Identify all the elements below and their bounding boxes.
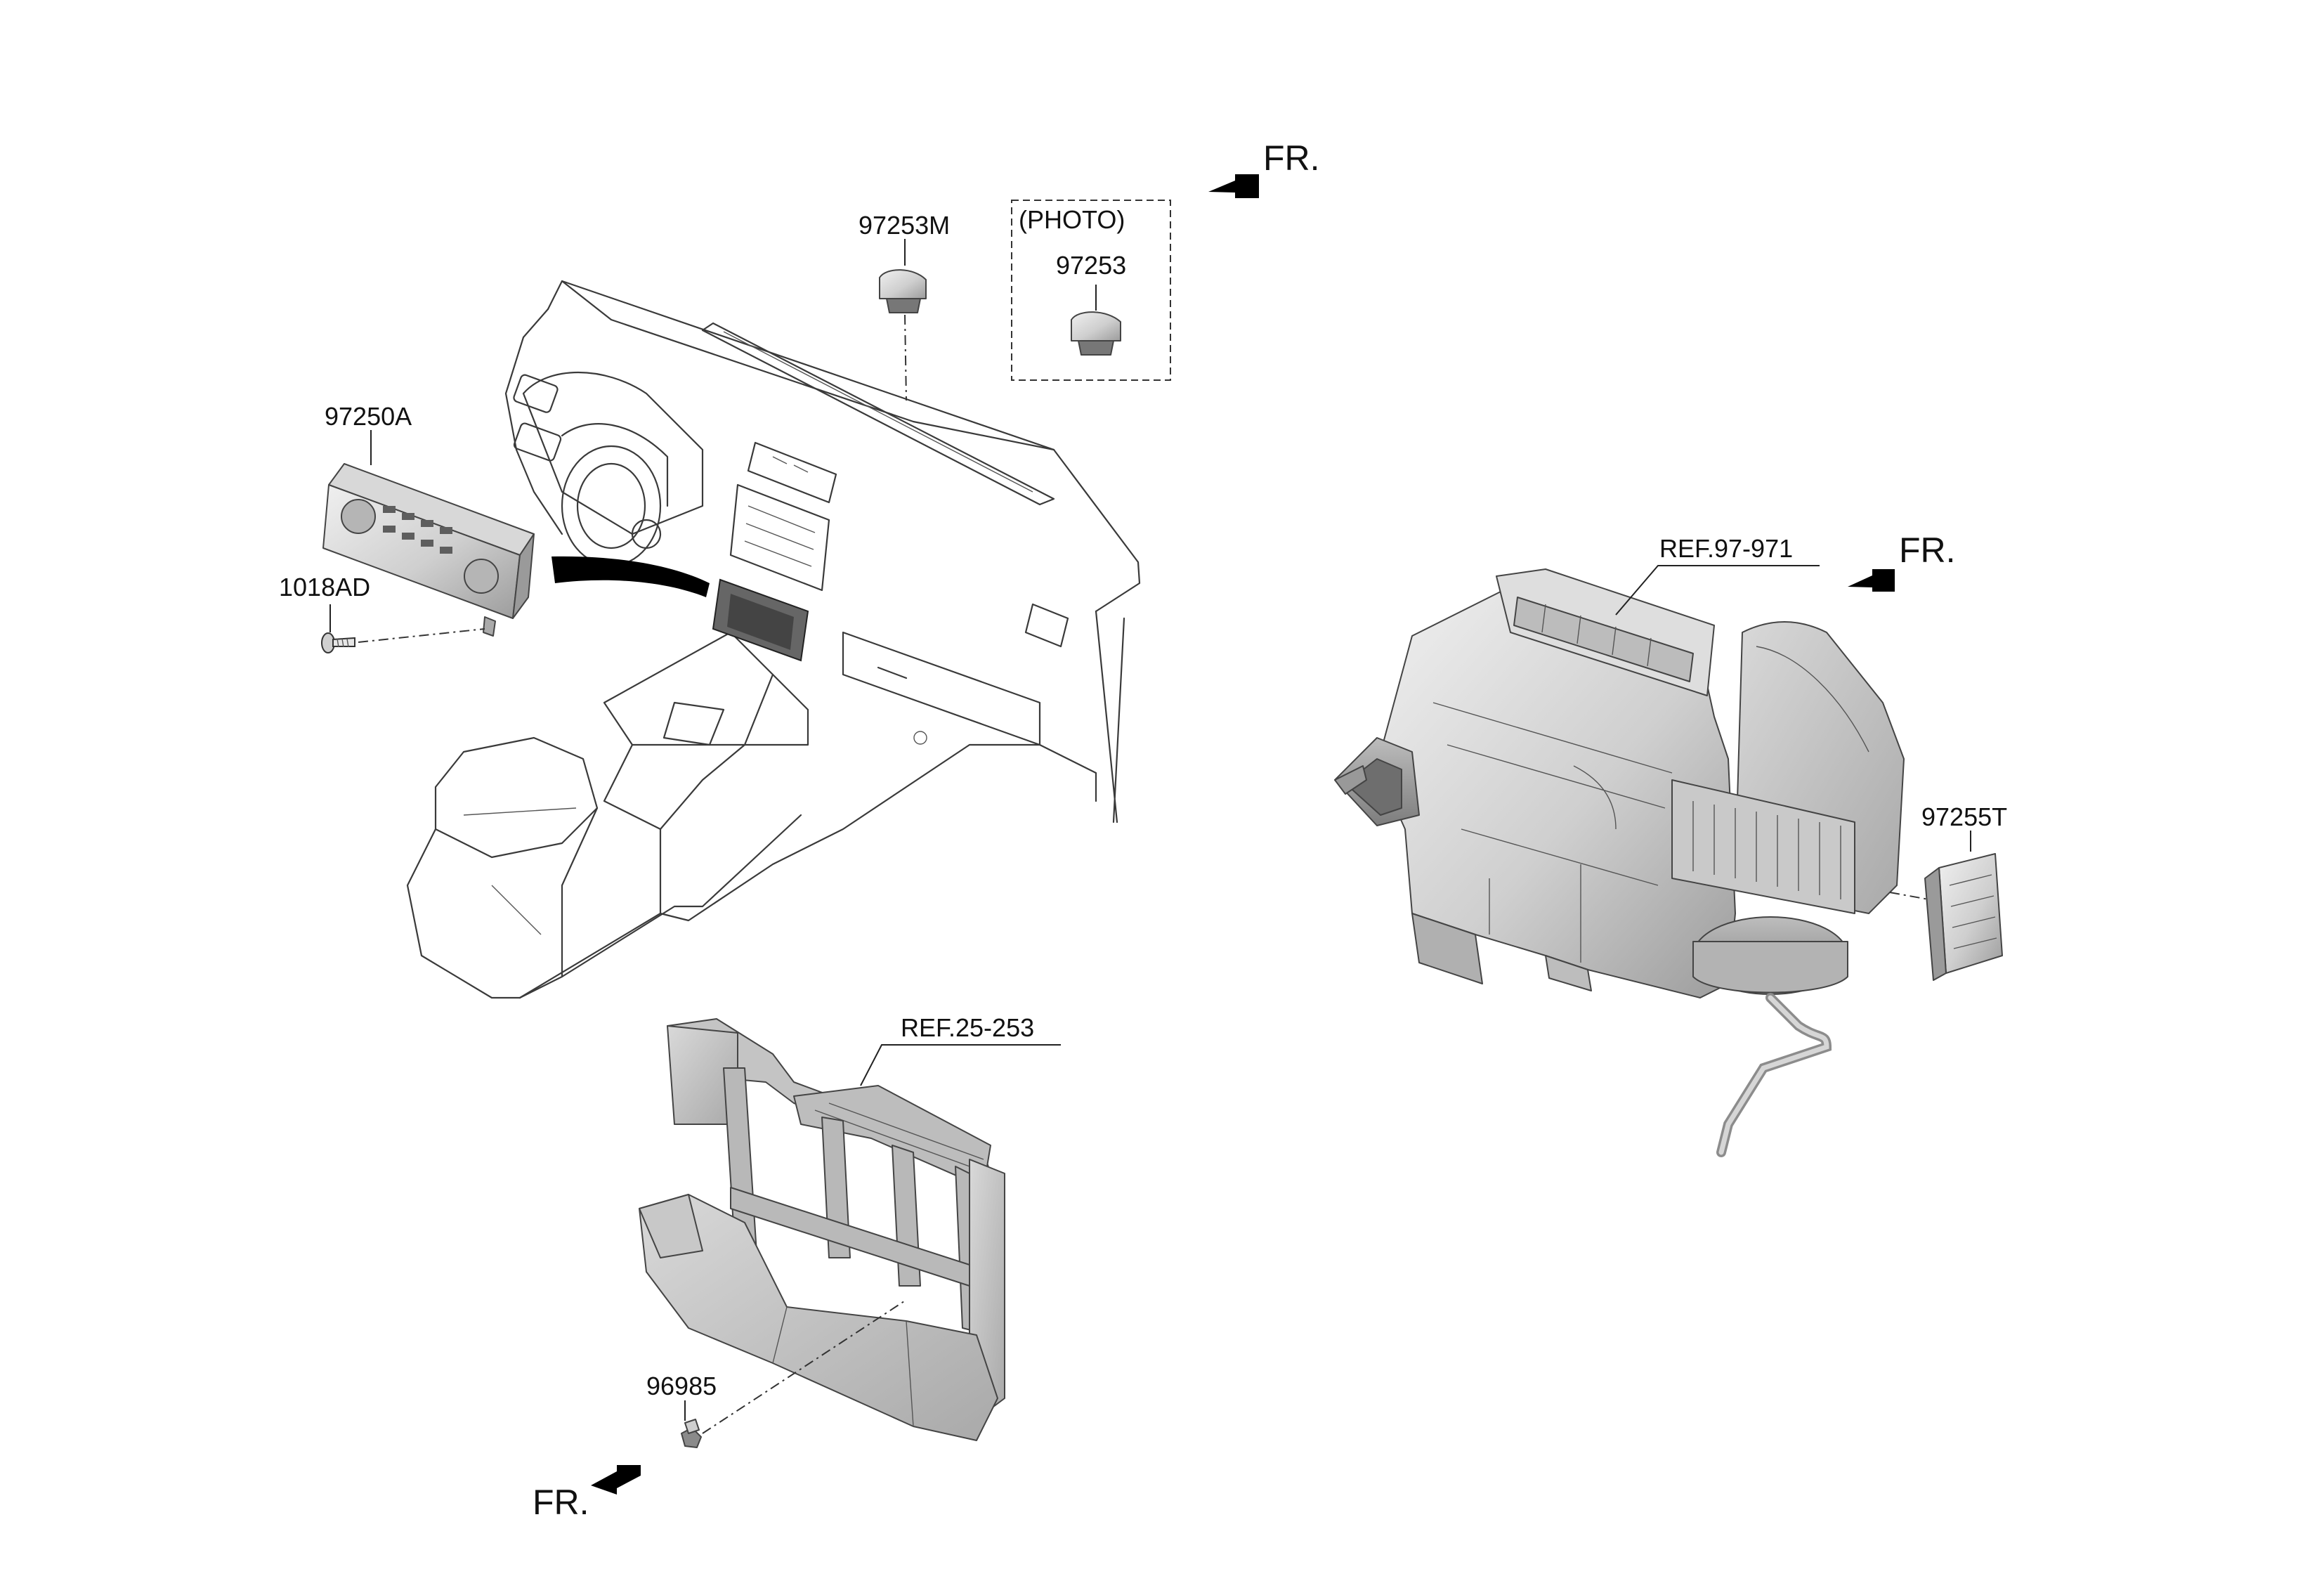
part-label-97253: 97253 xyxy=(1056,251,1126,280)
front-direction-arrow xyxy=(1848,569,1895,592)
front-direction-arrow xyxy=(1208,174,1259,198)
dashboard-outline xyxy=(406,280,1141,999)
sensor-leader-line xyxy=(904,314,907,401)
module-leader-line xyxy=(1889,892,1929,900)
screw xyxy=(321,632,355,653)
part-label-97255T: 97255T xyxy=(1921,802,2007,831)
photo-sensor-variant xyxy=(1071,311,1121,356)
leader-ref-shroud xyxy=(860,1044,1061,1086)
front-marker-label: FR. xyxy=(1899,531,1956,570)
control-module xyxy=(1924,853,2003,981)
heater-blower-assembly xyxy=(1334,568,1905,1157)
part-label-97253M: 97253M xyxy=(859,211,950,240)
ref-label-heater: REF.97-971 xyxy=(1659,534,1793,563)
front-direction-arrow xyxy=(591,1465,641,1495)
part-label-97250A: 97250A xyxy=(325,402,412,431)
front-marker-label: FR. xyxy=(1263,138,1320,178)
ambient-sensor xyxy=(681,1419,702,1448)
screw-leader-line xyxy=(358,628,485,643)
photo-sensor-part xyxy=(879,269,927,313)
location-swoosh xyxy=(551,556,710,597)
shroud-assembly xyxy=(639,1018,1005,1441)
photo-variant-box xyxy=(1011,200,1171,381)
photo-note-label: (PHOTO) xyxy=(1019,205,1125,234)
leader-ref-heater xyxy=(1615,565,1820,616)
ref-label-shroud: REF.25-253 xyxy=(901,1013,1034,1042)
part-label-1018AD: 1018AD xyxy=(279,573,370,601)
climate-control-unit xyxy=(322,463,535,637)
front-marker-label: FR. xyxy=(533,1483,589,1522)
part-label-96985: 96985 xyxy=(646,1372,717,1400)
